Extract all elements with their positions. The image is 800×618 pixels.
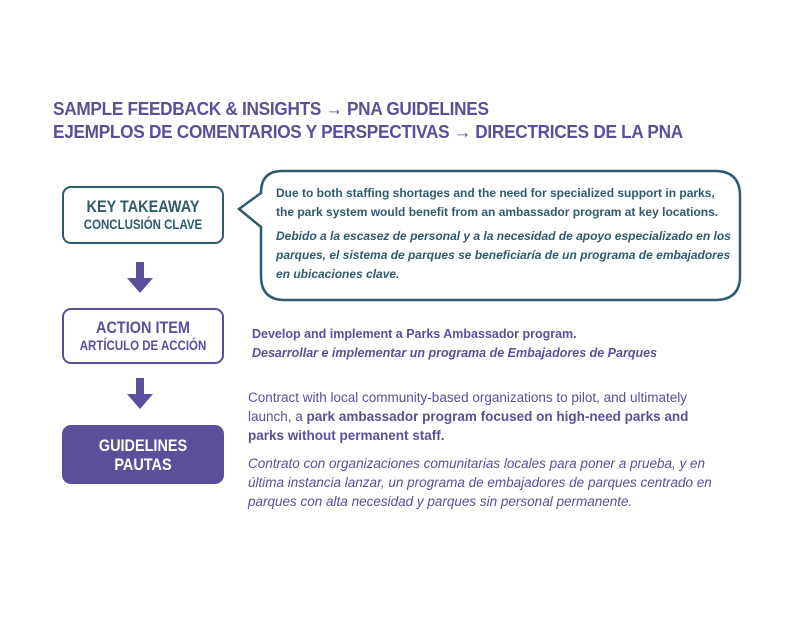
key-takeaway-text: Due to both staffing shortages and the n… xyxy=(276,184,736,289)
action-item-label: ACTION ITEM xyxy=(96,318,190,337)
guidelines-label: GUIDELINES xyxy=(98,435,188,455)
key-takeaway-label: KEY TAKEAWAY xyxy=(86,197,200,216)
page-title: SAMPLE FEEDBACK & INSIGHTS → PNA GUIDELI… xyxy=(53,97,683,143)
key-takeaway-text-es: Debido a la escasez de personal y a la n… xyxy=(276,229,731,281)
guidelines-text-en-plain: Contract with local community-based orga… xyxy=(248,390,687,424)
key-takeaway-box: KEY TAKEAWAY CONCLUSIÓN CLAVE xyxy=(62,186,224,244)
guidelines-label-es: PAUTAS xyxy=(114,454,172,474)
title-spanish: EJEMPLOS DE COMENTARIOS Y PERSPECTIVAS →… xyxy=(53,121,683,142)
guidelines-text-en: Contract with local community-based orga… xyxy=(248,388,728,445)
action-item-label-es: ARTÍCULO DE ACCIÓN xyxy=(79,337,207,353)
action-item-text: Develop and implement a Parks Ambassador… xyxy=(252,325,657,363)
guidelines-text-en-bold: park ambassador program focused on high-… xyxy=(248,409,689,443)
action-item-text-es: Desarrollar e implementar un programa de… xyxy=(252,346,658,360)
guidelines-text-es: Contrato con organizaciones comunitarias… xyxy=(248,456,712,509)
down-arrow-icon xyxy=(127,262,153,293)
key-takeaway-label-es: CONCLUSIÓN CLAVE xyxy=(83,216,203,232)
guidelines-text: Contract with local community-based orga… xyxy=(248,388,728,520)
guidelines-box: GUIDELINES PAUTAS xyxy=(62,425,224,484)
down-arrow-icon xyxy=(127,378,153,409)
speech-bubble xyxy=(237,169,742,302)
title-english: SAMPLE FEEDBACK & INSIGHTS → PNA GUIDELI… xyxy=(53,98,489,119)
action-item-box: ACTION ITEM ARTÍCULO DE ACCIÓN xyxy=(62,308,224,364)
action-item-text-en: Develop and implement a Parks Ambassador… xyxy=(252,327,577,341)
key-takeaway-text-en: Due to both staffing shortages and the n… xyxy=(276,186,719,219)
